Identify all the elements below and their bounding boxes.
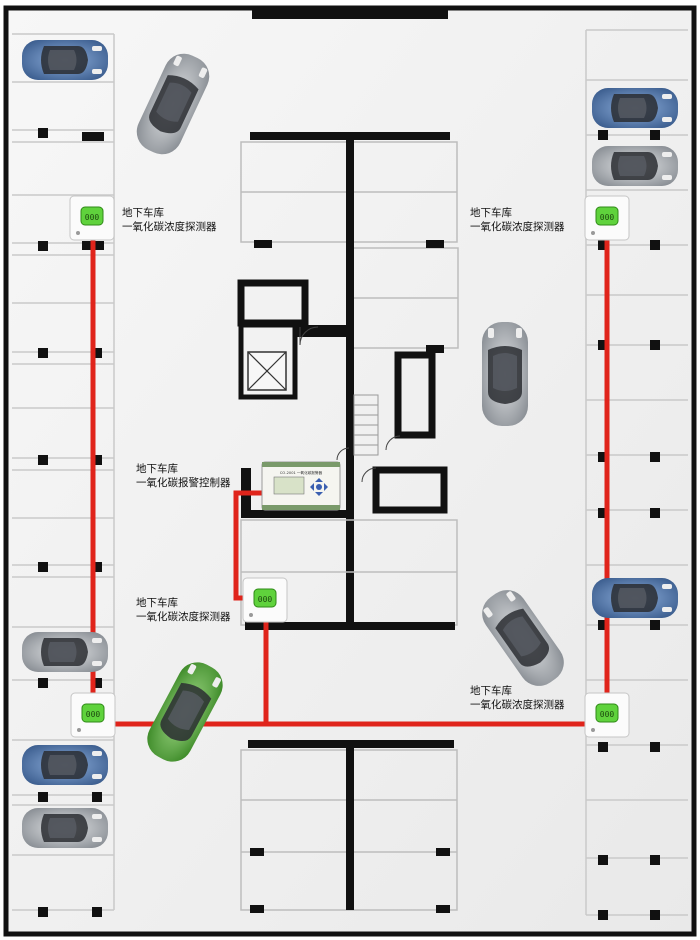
co-detector-center: 000 (242, 577, 288, 623)
car-right-1 (592, 88, 678, 128)
detector-reading: 000 (258, 595, 273, 604)
co-detector-left-top: 000 (69, 195, 115, 241)
label-line: 地下车库 (136, 597, 178, 609)
detector-reading: 000 (85, 213, 100, 222)
center-bottom-walls (248, 740, 454, 913)
left-parking-stalls (12, 33, 115, 911)
center-top-walls (250, 132, 450, 353)
wire-controller-link (233, 490, 267, 601)
label-line: 一氧化碳报警控制器 (136, 477, 231, 489)
car-left-2 (22, 632, 108, 672)
car-right-2 (592, 146, 678, 186)
label-line: 一氧化碳浓度探测器 (470, 221, 565, 233)
co-detector-right-bottom: 000 (584, 692, 630, 738)
label-detector-center: 地下车库 一氧化碳浓度探测器 (136, 596, 231, 624)
car-right-3 (592, 578, 678, 618)
co-detector-left-bottom: 000 (70, 692, 116, 738)
car-driving-middle (482, 322, 528, 426)
label-line: 一氧化碳浓度探测器 (470, 699, 565, 711)
controller-screen (273, 476, 305, 495)
core-room (237, 279, 448, 630)
detector-reading: 000 (600, 213, 615, 222)
label-line: 地下车库 (136, 463, 178, 475)
car-left-3 (22, 745, 108, 785)
label-line: 一氧化碳浓度探测器 (136, 611, 231, 623)
top-wall-segment (252, 10, 448, 19)
staircase (354, 404, 378, 446)
label-detector-right-top: 地下车库 一氧化碳浓度探测器 (470, 206, 565, 234)
co-detector-right-top: 000 (584, 195, 630, 241)
controller-title: CO-2001 一氧化碳报警器 (280, 470, 323, 475)
right-stall-markers (598, 130, 660, 920)
center-middle-walls (245, 622, 455, 630)
detector-reading: 000 (600, 710, 615, 719)
label-line: 地下车库 (470, 685, 512, 697)
label-line: 一氧化碳浓度探测器 (122, 221, 217, 233)
controller-keypad (310, 478, 328, 496)
car-left-4 (22, 808, 108, 848)
detector-reading: 000 (86, 710, 101, 719)
co-alarm-controller: CO-2001 一氧化碳报警器 (261, 461, 341, 511)
label-controller: 地下车库 一氧化碳报警控制器 (136, 462, 231, 490)
car-left-1 (22, 40, 108, 80)
label-detector-left-top: 地下车库 一氧化碳浓度探测器 (122, 206, 217, 234)
label-line: 地下车库 (122, 207, 164, 219)
label-line: 地下车库 (470, 207, 512, 219)
label-detector-right-bottom: 地下车库 一氧化碳浓度探测器 (470, 684, 565, 712)
outer-wall (3, 5, 697, 937)
